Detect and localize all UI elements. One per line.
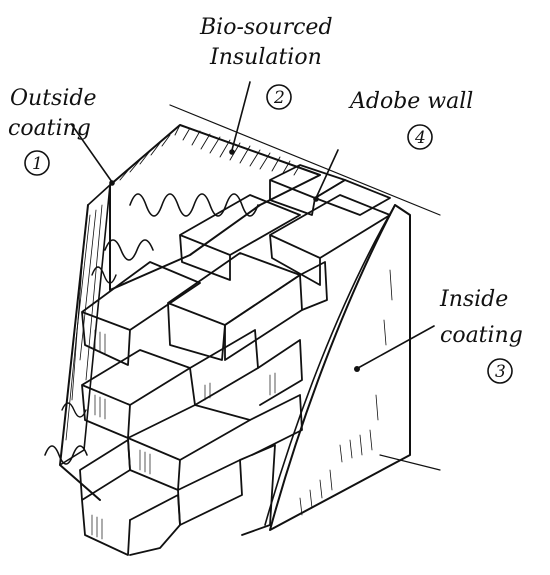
inside-coating-line2: coating: [440, 323, 523, 348]
leader-inside-coating: [357, 325, 435, 369]
adobe-bricks: [79, 164, 391, 556]
leader-lines: [71, 81, 435, 369]
number-circle: [24, 150, 50, 176]
label-inside-coating: Inside coating 3: [439, 287, 523, 384]
brick: [177, 459, 243, 526]
number-circle: [407, 124, 433, 150]
brick: [314, 179, 391, 216]
bio-insulation-line1: Bio-sourced: [199, 15, 333, 40]
bio-insulation-number: 2: [273, 88, 285, 108]
brick: [249, 394, 303, 456]
adobe-wall-number: 4: [414, 128, 426, 148]
leader-bio-insulation: [231, 81, 251, 151]
label-bio-insulation: Bio-sourced Insulation 2: [199, 15, 333, 110]
adobe-wall-dot: [313, 196, 319, 202]
brick: [167, 252, 301, 361]
number-circle: [487, 358, 513, 384]
label-adobe-wall: Adobe wall 4: [348, 89, 473, 150]
brick: [257, 339, 303, 406]
brick: [127, 404, 251, 491]
inside-coating-line1: Inside: [439, 287, 508, 312]
brick: [81, 349, 191, 439]
outside-coating-line1: Outside: [10, 86, 96, 111]
bio-insulation-dot: [229, 149, 235, 155]
inside-coating-layer: [264, 204, 411, 531]
bio-insulation-layer: [44, 124, 321, 465]
leader-adobe-wall: [315, 149, 339, 199]
brick: [81, 261, 201, 366]
brick: [269, 194, 391, 286]
label-outside-coating: Outside coating 1: [8, 86, 96, 176]
inside-coating-number: 3: [495, 362, 506, 382]
outside-coating-number: 1: [32, 154, 43, 174]
brick: [299, 261, 328, 311]
leader-outside-coating: [71, 124, 113, 183]
brick: [239, 444, 276, 536]
outside-coating-dot: [109, 180, 115, 186]
outside-coating-line2: coating: [8, 116, 91, 141]
brick: [179, 194, 301, 281]
adobe-wall-line1: Adobe wall: [348, 89, 473, 114]
brick: [129, 494, 181, 556]
bio-insulation-line2: Insulation: [209, 45, 322, 70]
number-circle: [266, 84, 292, 110]
brick-hatching: [91, 329, 276, 540]
brick: [79, 439, 131, 556]
perspective-lines: [169, 104, 441, 471]
